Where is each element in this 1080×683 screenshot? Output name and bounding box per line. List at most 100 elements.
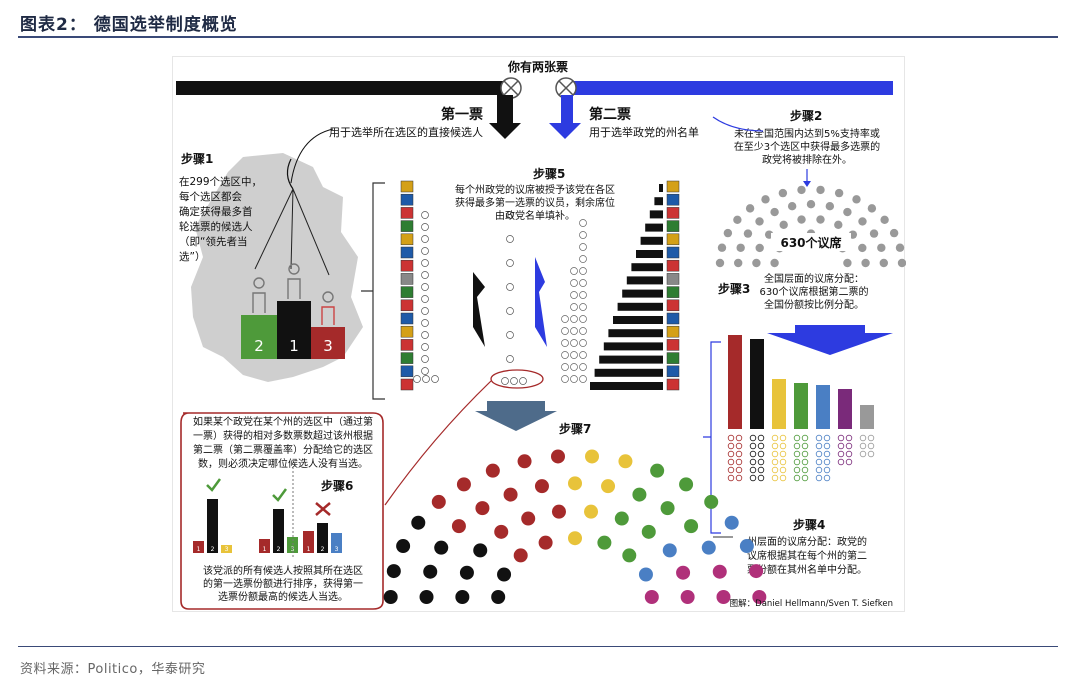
first-vote-flow-icon (473, 272, 485, 347)
seat-dot (752, 258, 761, 268)
seat-dot (585, 449, 600, 464)
seat-dot (383, 590, 398, 604)
state-flag (666, 259, 680, 272)
step6-bar-label: 3 (225, 546, 229, 553)
step6-bar (273, 509, 284, 553)
party-bar (728, 335, 742, 429)
party-seat-dot (793, 450, 801, 458)
seat-dot (770, 207, 779, 217)
election-diagram: 你有两张票 第一票 用于选举所在选区的直接候选人 第二票 用于选举政党的州名单 … (172, 56, 906, 612)
seat-dot (641, 524, 656, 539)
state-list-bar (622, 289, 663, 298)
seat-marker (421, 331, 429, 339)
state-flag (666, 180, 680, 193)
party-seat-dot (735, 474, 743, 482)
seat-dot (797, 185, 806, 195)
party-seat-dot (793, 466, 801, 474)
party-seat-dot (757, 466, 765, 474)
seat-dot (679, 477, 694, 492)
party-seat-dot (845, 458, 853, 466)
text-line: 如果某个政党在某个州的选区中（通过第 (193, 415, 373, 428)
seat-dot (473, 543, 488, 558)
party-seat-dot (801, 458, 809, 466)
state-flag (400, 220, 414, 232)
step6-bar (317, 523, 328, 553)
state-flag (666, 207, 680, 219)
party-seat-dot (837, 434, 845, 442)
seat-marker (579, 375, 587, 383)
party-seat-dot (823, 450, 831, 458)
party-seat-dot (757, 434, 765, 442)
text-line: 获得最多第一选票的议员，剩余席位 (455, 196, 615, 209)
party-seat-dot (859, 434, 867, 442)
seats-label: 630个议席 (780, 235, 841, 250)
seat-marker (421, 211, 429, 219)
ballot-circle-left-icon (500, 77, 522, 99)
seat-marker (570, 303, 578, 311)
seat-dot (736, 243, 745, 252)
step6-bar-label: 2 (277, 546, 281, 553)
party-seat-dot (727, 450, 735, 458)
state-flag (400, 339, 414, 351)
step6-text-top: 如果某个政党在某个州的选区中（通过第一票）获得的相对多数票数超过该州根据第二票（… (193, 415, 373, 470)
party-seat-dot (749, 466, 757, 474)
seat-marker (561, 339, 569, 347)
text-line: 选票份额最高的候选人当选。 (218, 590, 348, 603)
seat-marker (570, 279, 578, 287)
text-line: 的第一选票份额进行排序，获得第一 (203, 577, 363, 590)
party-seat-dot (845, 434, 853, 442)
text-line: 630个议席根据第二票的 (759, 285, 868, 298)
text-line: 州层面的议席分配：政党的 (747, 535, 867, 548)
seat-dot (431, 494, 446, 509)
seat-dot (733, 215, 742, 224)
party-seat-dot (837, 442, 845, 450)
seat-marker (579, 363, 587, 371)
first-vote-arrow-icon (489, 95, 521, 139)
bracket-right (703, 341, 721, 534)
seat-dot (816, 215, 825, 224)
seat-marker (506, 259, 514, 267)
text-line: 第二票（第二票覆盖率）分配给它的选区 (193, 443, 373, 456)
state-flag (666, 299, 680, 312)
step6-bar (259, 539, 270, 553)
party-seat-dot (823, 466, 831, 474)
seat-dot (551, 504, 566, 519)
step1-title: 步骤1 (181, 151, 213, 166)
final-parliament (383, 449, 767, 604)
party-seat-dot (815, 450, 823, 458)
state-list-bar (640, 236, 663, 245)
step5-title: 步骤5 (533, 166, 565, 181)
seat-dot (877, 243, 886, 252)
party-seat-dot (823, 442, 831, 450)
party-seat-dot (771, 474, 779, 482)
party-bar (860, 405, 874, 429)
state-list-bar (608, 329, 663, 338)
party-seat-dot (845, 442, 853, 450)
seat-dot (568, 476, 582, 491)
seat-marker (579, 291, 587, 299)
party-seat-dot (727, 442, 735, 450)
state-list-bar (645, 223, 663, 232)
seat-dot (451, 519, 466, 534)
text-line: 在至少3个选区中获得最多选票的 (734, 140, 880, 153)
party-seat-dot (779, 466, 787, 474)
seat-marker (579, 303, 587, 311)
step6-bar (221, 545, 232, 553)
seat-dot (503, 487, 518, 502)
party-seat-dot (815, 434, 823, 442)
cross-icon (315, 502, 331, 516)
seat-dot (861, 258, 870, 268)
text-line: 由政党名单填补。 (495, 209, 575, 222)
seat-marker (570, 315, 578, 323)
highlight-ellipse (490, 369, 544, 389)
top-label: 你有两张票 (507, 59, 568, 74)
seat-marker (570, 339, 578, 347)
seat-marker (422, 375, 430, 383)
step6-bar (331, 533, 342, 553)
state-list-bar (617, 302, 663, 311)
party-seat-dot (801, 442, 809, 450)
text-line: 轮选票的候选人 (179, 220, 253, 233)
